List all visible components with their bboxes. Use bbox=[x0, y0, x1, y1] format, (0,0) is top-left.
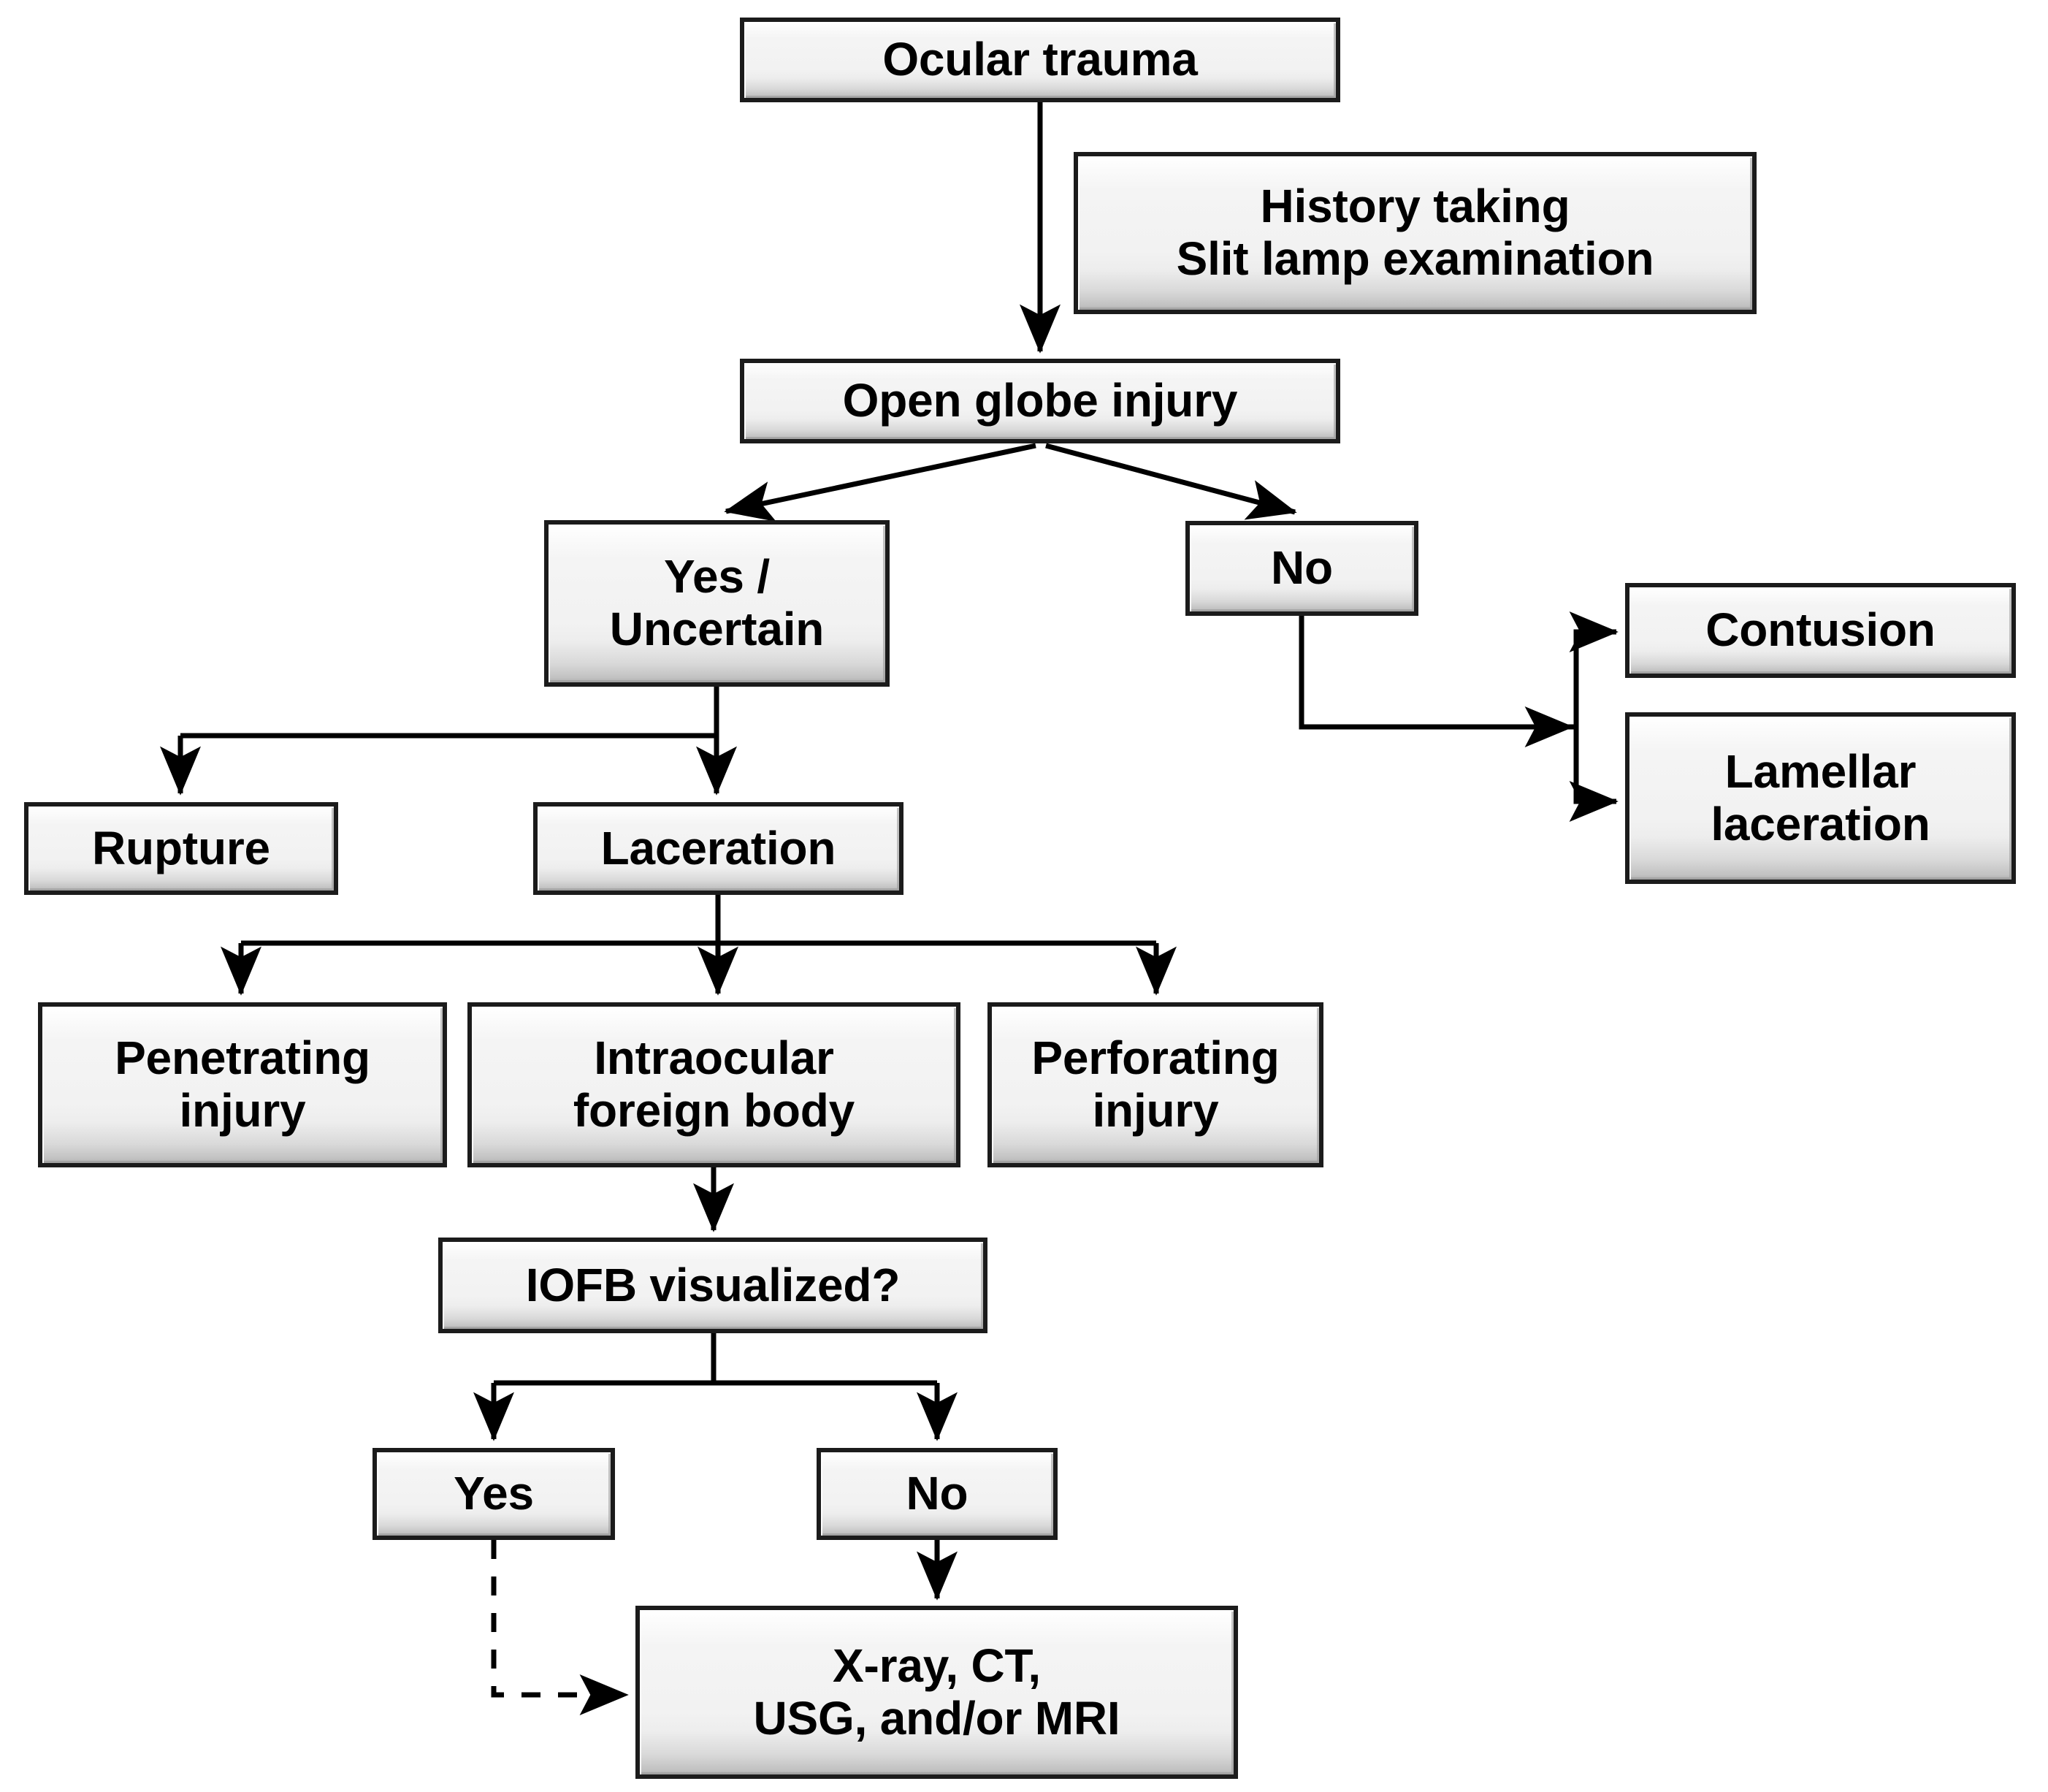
node-perforating-injury[interactable]: Perforating injury bbox=[987, 1002, 1323, 1167]
edge-openglobe-to-no bbox=[1045, 443, 1297, 520]
edge-no-to-contusion bbox=[1569, 611, 1619, 727]
node-yes-uncertain-label: Yes / Uncertain bbox=[609, 550, 825, 655]
node-iofb-no-label: No bbox=[906, 1467, 968, 1520]
node-laceration-label: Laceration bbox=[600, 821, 836, 874]
node-penetrating-injury-label: Penetrating injury bbox=[115, 1032, 370, 1137]
node-laceration[interactable]: Laceration bbox=[533, 802, 903, 895]
node-lamellar-laceration[interactable]: Lamellar laceration bbox=[1625, 712, 2016, 884]
node-iofb-visualized-label: IOFB visualized? bbox=[525, 1258, 901, 1311]
node-contusion[interactable]: Contusion bbox=[1625, 583, 2016, 678]
node-no-open-globe-label: No bbox=[1271, 541, 1333, 595]
node-history-taking[interactable]: History taking Slit lamp examination bbox=[1074, 152, 1757, 314]
node-intraocular-foreign-body[interactable]: Intraocular foreign body bbox=[467, 1002, 960, 1167]
node-rupture-label: Rupture bbox=[92, 821, 270, 874]
node-ocular-trauma-label: Ocular trauma bbox=[882, 33, 1198, 86]
node-rupture[interactable]: Rupture bbox=[24, 802, 338, 895]
node-perforating-injury-label: Perforating injury bbox=[1031, 1032, 1280, 1137]
node-yes-uncertain[interactable]: Yes / Uncertain bbox=[544, 520, 890, 687]
edge-no-trunk bbox=[1299, 616, 1576, 730]
edge-laceration-bus bbox=[241, 895, 1156, 946]
node-lamellar-laceration-label: Lamellar laceration bbox=[1711, 744, 1930, 850]
edge-iofbq-bus bbox=[494, 1333, 937, 1386]
node-imaging[interactable]: X-ray, CT, USG, and/or MRI bbox=[635, 1606, 1238, 1779]
node-no-open-globe[interactable]: No bbox=[1185, 521, 1418, 616]
edge-yesuncertain-trunk bbox=[180, 687, 719, 739]
node-iofb-no[interactable]: No bbox=[817, 1448, 1058, 1540]
node-iofb-visualized[interactable]: IOFB visualized? bbox=[438, 1238, 987, 1333]
node-open-globe-injury[interactable]: Open globe injury bbox=[740, 359, 1340, 443]
node-iofb-yes-label: Yes bbox=[454, 1467, 534, 1520]
node-ocular-trauma[interactable]: Ocular trauma bbox=[740, 18, 1340, 102]
edge-iofbyes-to-imaging bbox=[491, 1540, 629, 1715]
node-penetrating-injury[interactable]: Penetrating injury bbox=[38, 1002, 447, 1167]
node-history-taking-label: History taking Slit lamp examination bbox=[1176, 180, 1654, 285]
edge-openglobe-to-yesuncertain bbox=[724, 443, 1036, 522]
node-intraocular-foreign-body-label: Intraocular foreign body bbox=[573, 1032, 855, 1137]
node-iofb-yes[interactable]: Yes bbox=[372, 1448, 615, 1540]
edge-no-to-lamellar bbox=[1569, 727, 1619, 822]
node-imaging-label: X-ray, CT, USG, and/or MRI bbox=[753, 1639, 1120, 1745]
node-open-globe-injury-label: Open globe injury bbox=[842, 374, 1238, 427]
node-contusion-label: Contusion bbox=[1705, 603, 1936, 657]
